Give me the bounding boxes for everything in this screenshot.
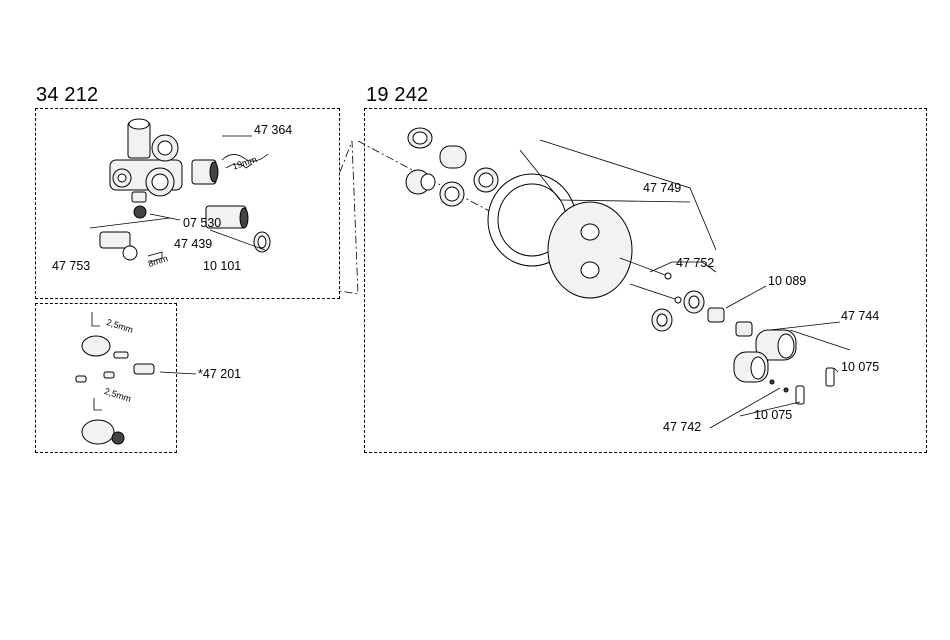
leader-10089 (726, 286, 766, 308)
part-label-47753: 47 753 (52, 259, 90, 273)
part-label-47439: 47 439 (174, 237, 212, 251)
hex-key-lower (94, 398, 102, 410)
part-label-07530: 07 530 (183, 216, 221, 230)
hex-key-upper (92, 312, 100, 326)
leader-47744-b (790, 330, 850, 350)
part-label-10075-left: 10 075 (754, 408, 792, 422)
part-label-47742: 47 742 (663, 420, 701, 434)
stop-valve-drawing (134, 206, 146, 218)
handle-47744-drawing (756, 330, 834, 386)
part-label-10101: 10 101 (203, 259, 241, 273)
leader-47753 (90, 218, 170, 228)
cartridge-47364-drawing (192, 154, 268, 184)
part-label-47752: 47 752 (676, 256, 714, 270)
leader-47749-c (560, 200, 690, 202)
kit-drawing (76, 312, 196, 444)
extension-sleeves-drawing (406, 128, 498, 206)
kit-cartridge-lower (82, 420, 114, 444)
kit-spindle (134, 364, 154, 374)
cap-10075-left (796, 386, 804, 404)
leader-47201 (160, 372, 196, 374)
cap-10075-right (826, 368, 834, 386)
part-label-47364: 47 364 (254, 123, 292, 137)
part-label-10089: 10 089 (768, 274, 806, 288)
kit-cartridge-upper (82, 336, 110, 356)
part-label-10075-right: 10 075 (841, 360, 879, 374)
panel-connector-line (340, 141, 358, 294)
part-label-47749: 47 749 (643, 181, 681, 195)
adapter-10089-drawing (708, 308, 752, 336)
part-label-47744: 47 744 (841, 309, 879, 323)
leader-07530 (150, 214, 180, 220)
rosette-47749-drawing (488, 174, 632, 298)
leader-10075-right (834, 368, 838, 372)
part-label-47201: *47 201 (198, 367, 241, 381)
leader-47744-a (770, 322, 840, 330)
valve-body-drawing (110, 119, 182, 202)
